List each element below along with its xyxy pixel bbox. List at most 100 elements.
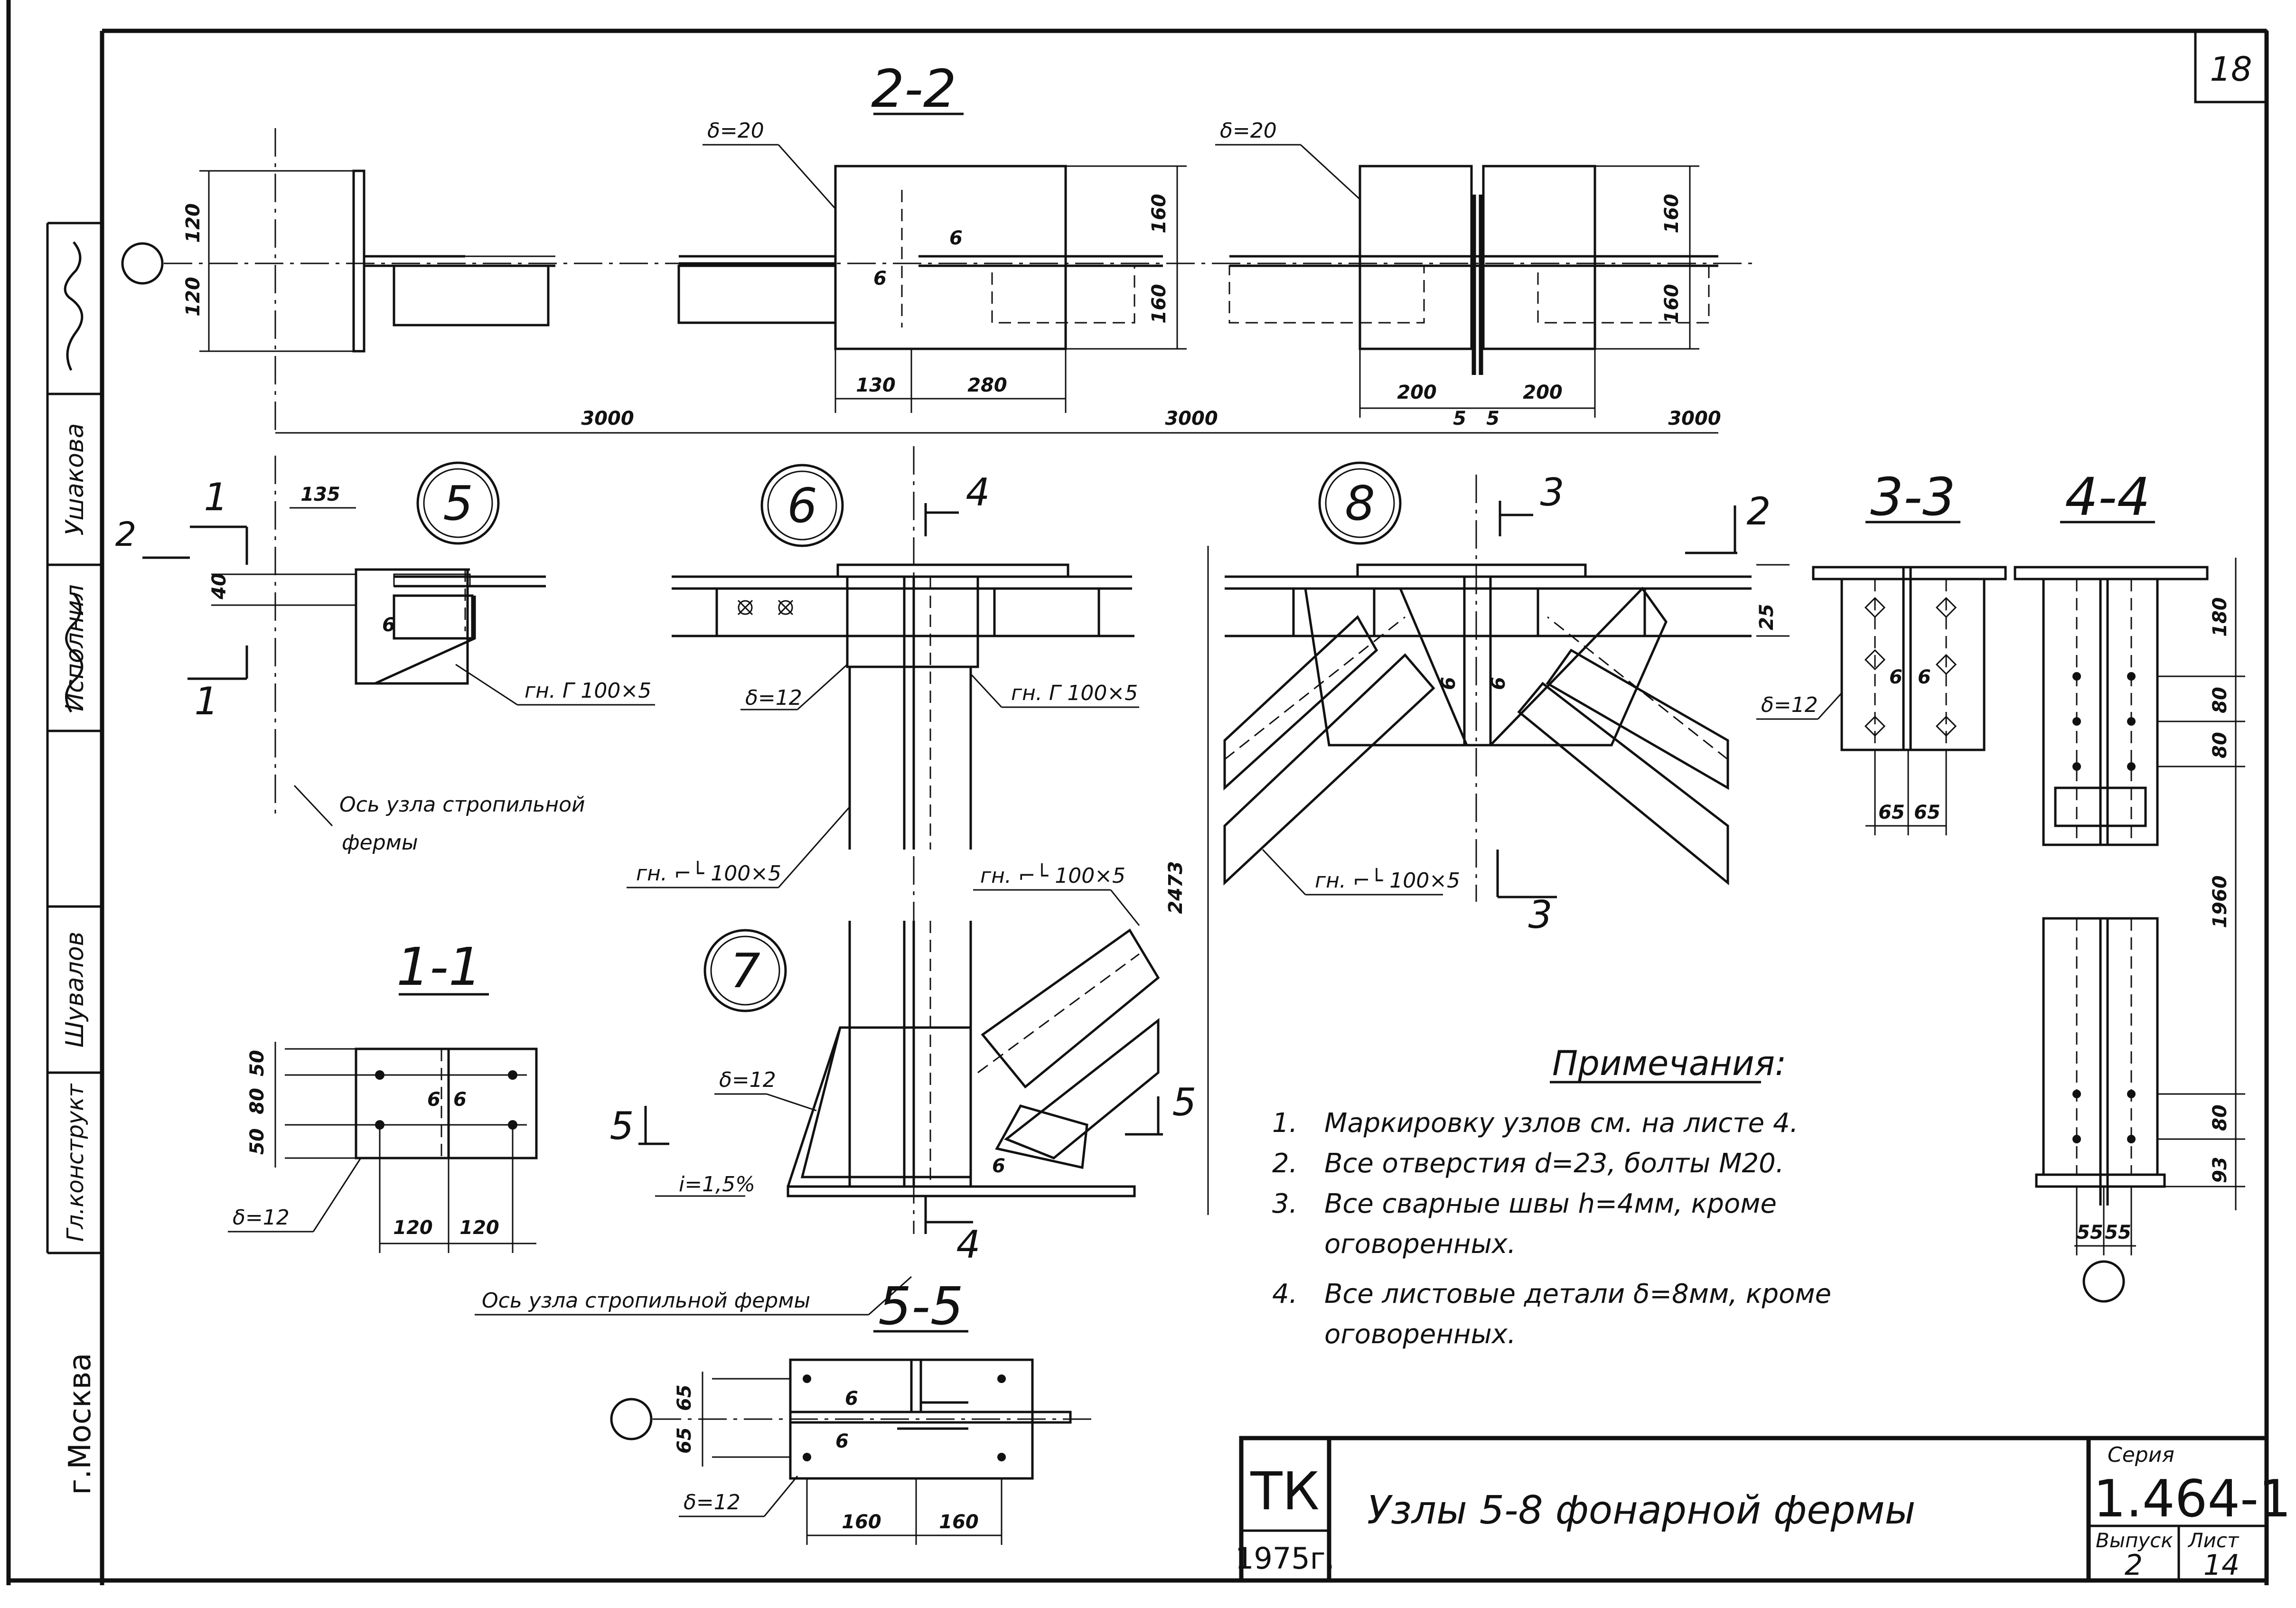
s33-weld-b: 6: [1918, 666, 1931, 688]
dim-280: 280: [967, 374, 1007, 396]
cut-2-right: 2: [1747, 489, 1771, 533]
side-role-2: Исполнил: [61, 584, 89, 711]
tb-year: 1975г.: [1235, 1541, 1335, 1576]
s44-dim-80c: 80: [2209, 1104, 2231, 1131]
gusset-plate-left-8: [1359, 165, 1473, 350]
weld-6-b: 6: [873, 268, 887, 290]
s11-weld-b: 6: [453, 1089, 467, 1111]
notes-title: Примечания:: [1552, 1043, 1786, 1083]
signature-1: [64, 241, 84, 371]
note-4-text-2: оговоренных.: [1324, 1319, 1516, 1350]
plate-2-2-left-label: δ=20: [707, 119, 764, 143]
node5-weld-6: 6: [382, 614, 395, 636]
tb-issue-label: Выпуск: [2096, 1529, 2173, 1552]
section-5-5: 5-5 6 6 65 65 160 160 δ=12: [610, 1276, 1092, 1545]
cut-4-top: 4: [966, 470, 990, 514]
tb-sheet-label: Лист: [2187, 1529, 2240, 1552]
node7-plate: δ=12: [719, 1068, 776, 1092]
section-3-3: 3-3 6 6 δ=12 65 65: [1756, 467, 2007, 835]
node-7-detail: 2473 гн. ⌐└ 100×5 δ=12 5 5 i=1,5% 6 4 Ос…: [475, 546, 1209, 1316]
node-8-detail: 3 2 6 6 25 гн. ⌐└ 100×5 3: [1223, 470, 1790, 937]
s55-dim-160b: 160: [939, 1511, 979, 1533]
cut-1-bot: 1: [195, 679, 219, 723]
cut-4-bot: 4: [956, 1223, 981, 1267]
s44-dim-93: 93: [2209, 1157, 2231, 1183]
section-4-4-title: 4-4: [2065, 467, 2150, 527]
dim-160-d: 160: [1661, 284, 1683, 324]
s55-weld-b: 6: [835, 1430, 849, 1452]
section-1-1: 1-1 50 80 50 6 6 120 120 δ=12: [228, 936, 538, 1253]
s55-plate: δ=12: [684, 1490, 740, 1515]
weld-6-a: 6: [949, 227, 963, 249]
s44-dim-180: 180: [2209, 597, 2231, 637]
node7-dim-2473: 2473: [1165, 861, 1187, 914]
s44-dim-80b: 80: [2209, 732, 2231, 758]
note-1-num: 1.: [1272, 1108, 1297, 1139]
s55-dim-65a: 65: [674, 1384, 695, 1411]
s44-dim-1960: 1960: [2209, 875, 2231, 928]
section-2-2: 2-2 120 120 δ=20 6 6 13: [121, 58, 1756, 434]
node-6-detail: 4 δ=12 гн. Г 100×5 гн. ⌐└ 100×5: [627, 446, 1139, 1234]
s11-plate: δ=12: [233, 1206, 290, 1230]
note-3-text: Все сварные швы h=4мм, кроме: [1324, 1188, 1777, 1219]
s11-dim-50b: 50: [246, 1128, 268, 1155]
section-3-3-title: 3-3: [1870, 467, 1956, 527]
notes-block: Примечания: 1. Маркировку узлов см. на л…: [1272, 1043, 1831, 1350]
dim-120-top: 120: [182, 203, 204, 243]
s55-dim-65b: 65: [674, 1427, 695, 1454]
s44-dim-55a: 55: [2077, 1222, 2103, 1243]
tb-sheet: 14: [2203, 1549, 2240, 1582]
s33-dim-65b: 65: [1914, 802, 1940, 823]
node6-profile-bottom: гн. ⌐└ 100×5: [636, 860, 781, 886]
dim-160-a: 160: [1148, 194, 1170, 234]
cut-5-right: 5: [1172, 1080, 1197, 1124]
s11-dim-50a: 50: [246, 1050, 268, 1076]
side-role-3: Шувалов: [61, 932, 89, 1048]
node5-profile: гн. Г 100×5: [525, 679, 651, 703]
node6-profile-right: гн. Г 100×5: [1011, 681, 1138, 705]
section-5-5-title: 5-5: [878, 1276, 964, 1337]
node7-weld: 6: [992, 1155, 1005, 1177]
s33-dim-65a: 65: [1878, 802, 1905, 823]
node8-weld-a: 6: [1438, 677, 1460, 690]
node-5-detail: 1 1 2 135 40 6 гн. Г 100×5 Ось узла стро…: [115, 456, 655, 855]
note-2-num: 2.: [1272, 1148, 1297, 1179]
dim-160-b: 160: [1148, 284, 1170, 324]
section-4-4: 4-4 180 80 80 1960 80: [2014, 467, 2245, 1303]
gusset-plate-right-8: [1482, 165, 1596, 350]
span-3000-2: 3000: [1165, 408, 1218, 430]
axis-circle-right: [2082, 1260, 2125, 1303]
side-role-4: Гл.конструкт: [62, 1083, 89, 1242]
s33-plate: δ=12: [1761, 693, 1818, 717]
gap-5-a: 5: [1453, 408, 1466, 430]
note-2-text: Все отверстия d=23, болты М20.: [1324, 1148, 1784, 1179]
tb-issue: 2: [2125, 1549, 2143, 1582]
span-3000-3: 3000: [1668, 408, 1721, 430]
corner-sheet-number: 18: [2210, 50, 2252, 89]
node-5-label: 5: [443, 476, 473, 531]
side-role-1: Ушакова: [61, 423, 89, 536]
tb-title: Узлы 5-8 фонарной фермы: [1367, 1488, 1915, 1533]
node8-weld-b: 6: [1488, 677, 1509, 690]
dim-120-bot: 120: [182, 277, 204, 317]
s11-weld-a: 6: [427, 1089, 440, 1111]
tb-series-label: Серия: [2108, 1443, 2174, 1467]
node8-profile: гн. ⌐└ 100×5: [1315, 868, 1460, 893]
axis-circle-left: [121, 242, 164, 285]
cut-1-top: 1: [204, 475, 228, 519]
dim-130: 130: [856, 374, 896, 396]
node7-axis-label: Ось узла стропильной фермы: [482, 1289, 810, 1313]
node7-profile: гн. ⌐└ 100×5: [980, 863, 1125, 888]
s11-dim-120b: 120: [459, 1217, 499, 1239]
gap-5-b: 5: [1486, 408, 1499, 430]
node-8-label: 8: [1345, 476, 1375, 531]
s44-dim-80a: 80: [2209, 687, 2231, 713]
dim-200-b: 200: [1523, 382, 1563, 403]
section-1-1-title: 1-1: [396, 936, 482, 997]
plate-2-2-right-label: δ=20: [1220, 119, 1277, 143]
note-3-num: 3.: [1272, 1188, 1297, 1219]
cut-3-bot: 3: [1528, 893, 1553, 937]
node-7-label: 7: [730, 943, 760, 999]
node5-axis-label-2: фермы: [342, 831, 418, 855]
